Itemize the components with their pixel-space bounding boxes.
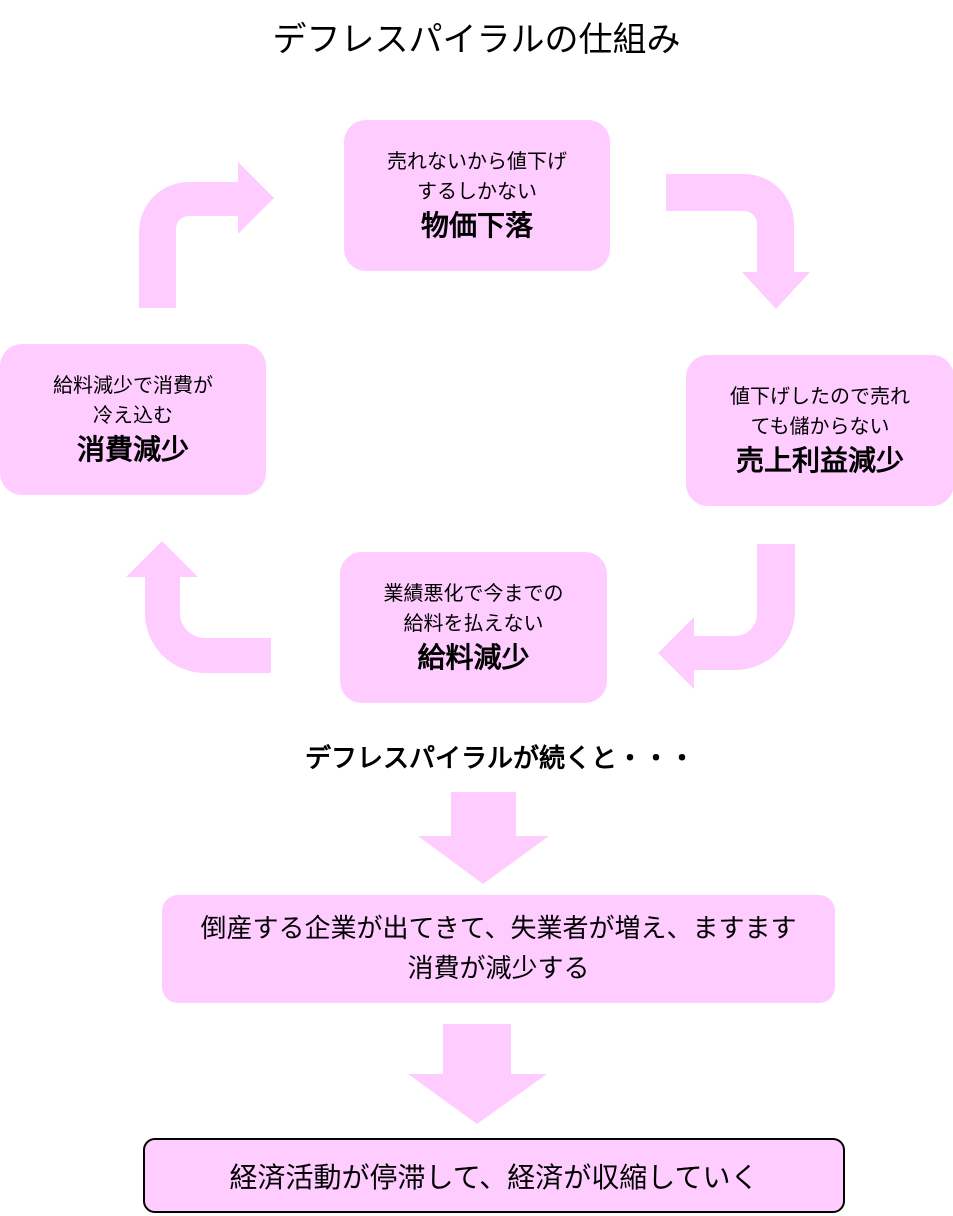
- diagram-title: デフレスパイラルの仕組み: [272, 20, 681, 60]
- arrow-down-2: [408, 1024, 547, 1124]
- node-description-line2: 給料を払えない: [403, 610, 544, 635]
- cycle-node-profit-drop: 値下げしたので売れ ても儲からない 売上利益減少: [686, 355, 953, 506]
- node-description-line1: 業績悪化で今までの: [383, 580, 564, 605]
- result-box: 倒産する企業が出てきて、失業者が増え、ますます 消費が減少する: [162, 895, 835, 1003]
- node-heading: 消費減少: [76, 432, 189, 466]
- node-heading: 物価下落: [420, 208, 533, 242]
- cycle-node-wage-drop: 業績悪化で今までの 給料を払えない 給料減少: [340, 552, 607, 703]
- arrow-left-to-top: [139, 162, 274, 308]
- final-outcome-box: 経済活動が停滞して、経済が収縮していく: [143, 1138, 845, 1213]
- node-description-line1: 値下げしたので売れ: [730, 383, 910, 408]
- node-heading: 売上利益減少: [735, 443, 904, 477]
- node-description-line1: 売れないから値下げ: [387, 148, 567, 173]
- node-description-line2: ても儲からない: [750, 413, 890, 438]
- arrow-bottom-to-left: [126, 541, 271, 673]
- result-line1: 倒産する企業が出てきて、失業者が増え、ますます: [200, 914, 797, 944]
- node-heading: 給料減少: [417, 640, 530, 674]
- node-description-line2: するしかない: [417, 178, 537, 203]
- node-description-line1: 給料減少で消費が: [53, 372, 213, 397]
- cycle-node-consumption-drop: 給料減少で消費が 冷え込む 消費減少: [0, 344, 266, 495]
- continuation-caption: デフレスパイラルが続くと・・・: [304, 744, 695, 774]
- arrow-top-to-right: [666, 174, 810, 309]
- arrow-right-to-bottom: [658, 544, 795, 689]
- arrow-down-1: [418, 792, 549, 884]
- result-line2: 消費が減少する: [407, 954, 590, 984]
- node-description-line2: 冷え込む: [93, 402, 173, 427]
- cycle-node-price-drop: 売れないから値下げ するしかない 物価下落: [344, 120, 610, 271]
- final-outcome-text: 経済活動が停滞して、経済が収縮していく: [229, 1160, 759, 1194]
